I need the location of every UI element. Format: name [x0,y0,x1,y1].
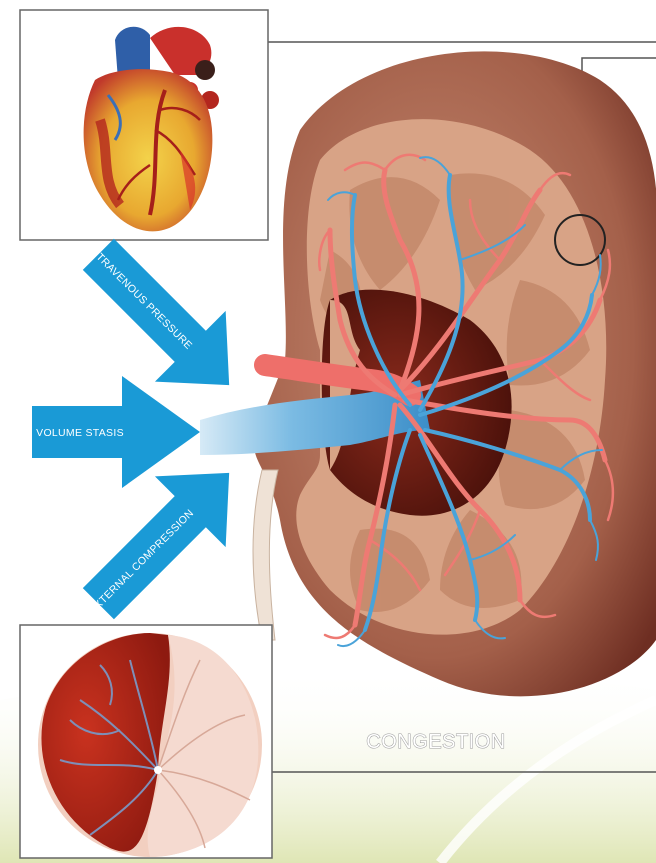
heart-inset [20,10,268,240]
arrow-volume-stasis: VOLUME STASIS [32,376,200,488]
arrow-external-compression: EXTERNAL COMPRESSION [55,437,265,647]
label-external-compression: EXTERNAL COMPRESSION [87,507,196,616]
label-volume-stasis: VOLUME STASIS [36,427,124,439]
arrow-intravenous-pressure: INTRAVENOUS PRESSURE [55,211,264,420]
kidney-section-illustration [38,633,262,857]
label-congestion: CONGESTION [366,731,505,753]
kidney-section-inset [20,625,272,858]
label-intravenous-pressure: INTRAVENOUS PRESSURE [86,243,195,352]
